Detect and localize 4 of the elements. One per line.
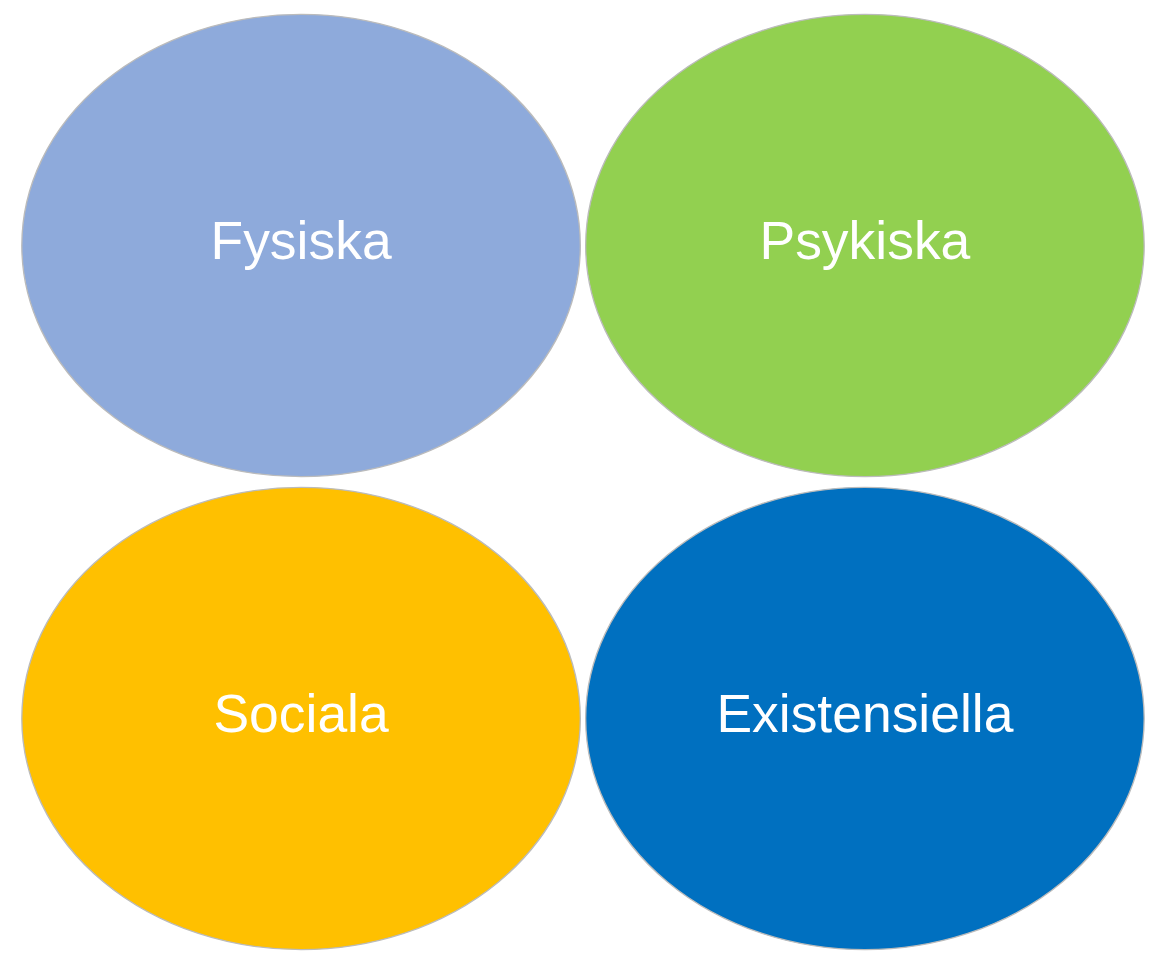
node-ellipse: Sociala — [21, 486, 581, 950]
node-ellipse: Existensiella — [585, 486, 1145, 950]
node-ellipse: Fysiska — [21, 13, 581, 477]
node-ellipse: Psykiska — [585, 13, 1145, 477]
